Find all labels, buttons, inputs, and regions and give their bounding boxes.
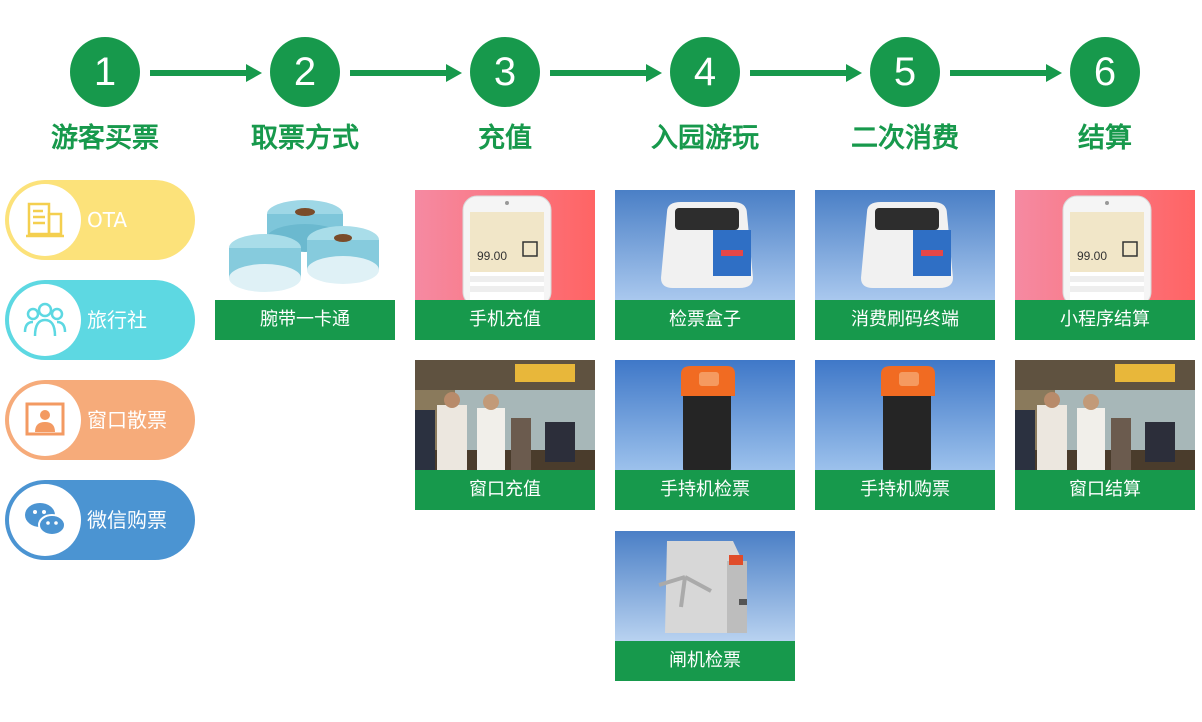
card-window-recharge: 窗口充值 — [415, 360, 595, 510]
channel-icon-circle — [9, 184, 81, 256]
handheld-device-image — [615, 360, 795, 470]
phone-app-image: 99.00 — [415, 190, 595, 300]
card-caption: 检票盒子 — [615, 300, 795, 340]
channel-icon-circle — [9, 284, 81, 356]
step-1-title: 游客买票 — [25, 116, 185, 155]
card-caption: 手持机检票 — [615, 470, 795, 510]
card-caption: 手机充值 — [415, 300, 595, 340]
card-caption: 闸机检票 — [615, 641, 795, 681]
step-6-circle: 6 — [1070, 37, 1140, 107]
ticket-box-image — [615, 190, 795, 300]
card-miniapp-settle: 99.00 小程序结算 — [1015, 190, 1195, 340]
step-2-circle: 2 — [270, 37, 340, 107]
group-people-icon — [23, 298, 67, 342]
channel-travel-agency: 旅行社 — [5, 280, 195, 360]
arrow-right-icon — [150, 64, 262, 82]
card-caption: 窗口充值 — [415, 470, 595, 510]
step-3-title: 充值 — [425, 116, 585, 155]
card-caption: 小程序结算 — [1015, 300, 1195, 340]
pos-terminal-image — [815, 190, 995, 300]
wechat-icon — [23, 498, 67, 542]
card-pos-terminal: 消费刷码终端 — [815, 190, 995, 340]
step-5-title: 二次消费 — [825, 116, 985, 155]
arrow-right-icon — [950, 64, 1062, 82]
step-5-circle: 5 — [870, 37, 940, 107]
turnstile-gate-image — [615, 531, 795, 641]
channel-wechat: 微信购票 — [5, 480, 195, 560]
card-gate-check: 闸机检票 — [615, 531, 795, 681]
channel-label: 窗口散票 — [87, 380, 167, 460]
step-1-circle: 1 — [70, 37, 140, 107]
channel-label: OTA — [87, 180, 127, 260]
card-handheld-check: 手持机检票 — [615, 360, 795, 510]
channel-icon-circle — [9, 384, 81, 456]
handheld-device-image — [815, 360, 995, 470]
wristband-rolls-image — [215, 190, 395, 300]
step-2-title: 取票方式 — [225, 116, 385, 155]
window-agent-icon — [23, 398, 67, 442]
channel-icon-circle — [9, 484, 81, 556]
channel-window-ticket: 窗口散票 — [5, 380, 195, 460]
card-caption: 手持机购票 — [815, 470, 995, 510]
arrow-right-icon — [350, 64, 462, 82]
document-building-icon — [23, 198, 67, 242]
card-ticket-box: 检票盒子 — [615, 190, 795, 340]
card-caption: 腕带一卡通 — [215, 300, 395, 340]
phone-app-image: 99.00 — [1015, 190, 1195, 300]
card-caption: 消费刷码终端 — [815, 300, 995, 340]
card-caption: 窗口结算 — [1015, 470, 1195, 510]
ticket-window-photo — [1015, 360, 1195, 470]
arrow-right-icon — [550, 64, 662, 82]
card-wristband: 腕带一卡通 — [215, 190, 395, 340]
phone-amount: 99.00 — [477, 249, 507, 263]
card-mobile-recharge: 99.00 手机充值 — [415, 190, 595, 340]
step-6-title: 结算 — [1025, 116, 1185, 155]
channel-ota: OTA — [5, 180, 195, 260]
step-4-circle: 4 — [670, 37, 740, 107]
card-window-settle: 窗口结算 — [1015, 360, 1195, 510]
arrow-right-icon — [750, 64, 862, 82]
card-handheld-buy: 手持机购票 — [815, 360, 995, 510]
step-4-title: 入园游玩 — [625, 116, 785, 155]
channel-label: 旅行社 — [87, 280, 147, 360]
step-3-circle: 3 — [470, 37, 540, 107]
ticket-window-photo — [415, 360, 595, 470]
phone-amount: 99.00 — [1077, 249, 1107, 263]
channel-label: 微信购票 — [87, 480, 167, 560]
